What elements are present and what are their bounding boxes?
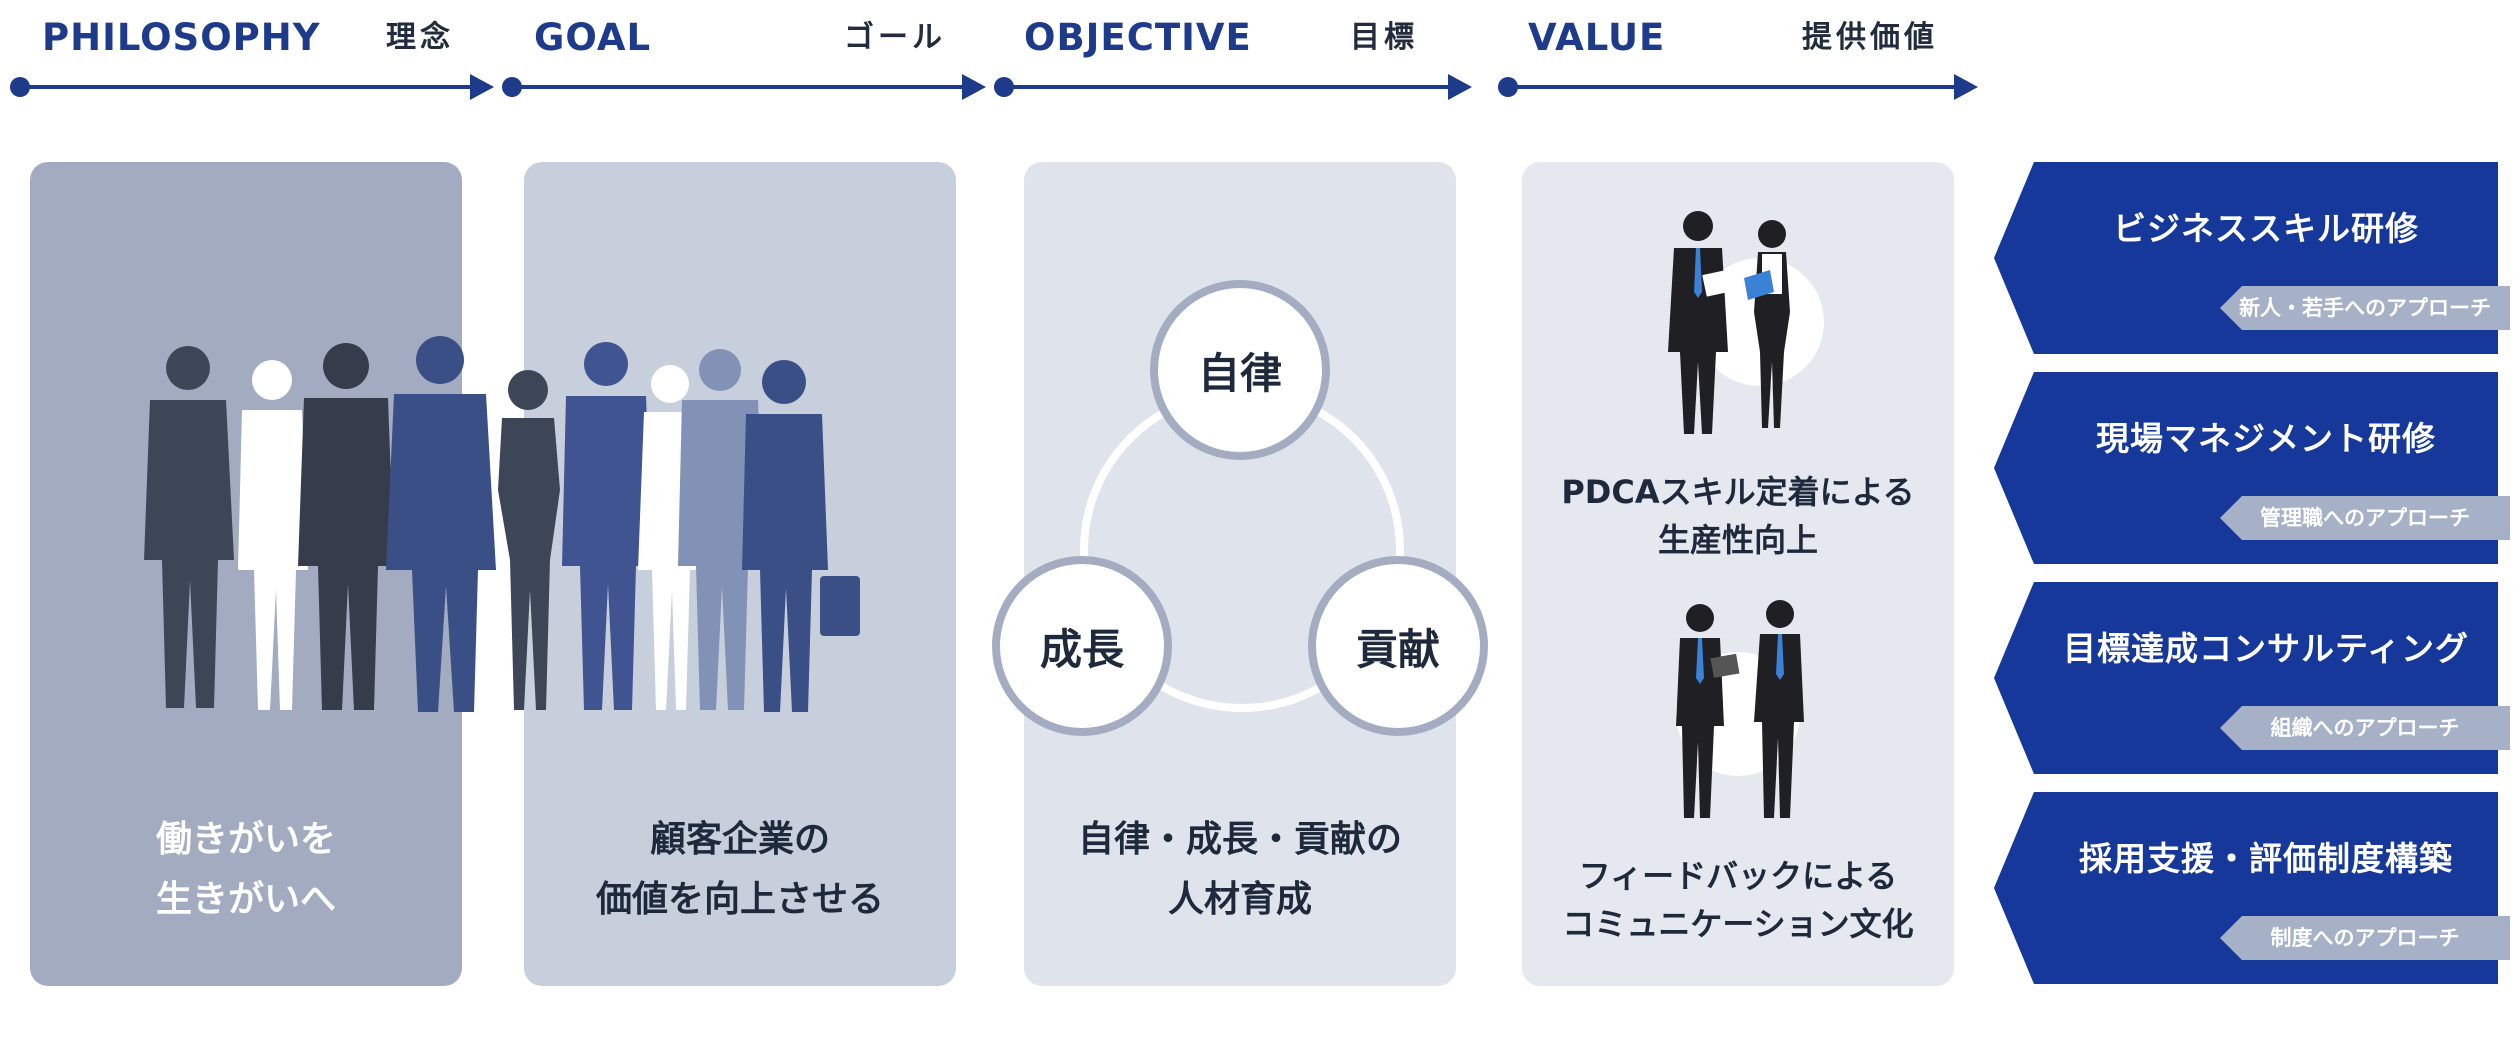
arrow-objective: [994, 74, 1472, 100]
philosophy-line1: 働きがいを: [155, 819, 336, 860]
service-title: 目標達成コンサルティング: [2062, 629, 2470, 668]
panel-value: PDCAスキル定着による 生産性向上 フィードバックによる コミュニケーション文…: [1522, 162, 1954, 986]
arrow-goal: [502, 74, 986, 100]
header-value-en: VALUE: [1528, 16, 1666, 59]
service-management[interactable]: 現場マネジメント研修 管理職へのアプローチ: [1994, 372, 2510, 564]
service-consulting[interactable]: 目標達成コンサルティング 組織へのアプローチ: [1994, 582, 2510, 774]
service-tag: 管理職へのアプローチ: [2220, 496, 2510, 540]
circle-autonomy: 自律: [1150, 280, 1330, 460]
value-item1-line2: 生産性向上: [1657, 521, 1818, 559]
goal-line2: 価値を向上させる: [595, 879, 884, 920]
goal-line1: 顧客企業の: [649, 819, 830, 860]
service-title: 採用支援・評価制度構築: [2079, 839, 2453, 878]
circle-growth: 成長: [992, 556, 1172, 736]
header-goal-en: GOAL: [534, 16, 652, 59]
header-objective-jp: 目標: [1350, 20, 1418, 55]
header-philosophy-jp: 理念: [386, 20, 454, 55]
panel-objective: 自律 成長 貢献 自律・成長・貢献の 人材育成: [992, 162, 1488, 986]
header-value-jp: 提供価値: [1802, 20, 1938, 55]
header-objective-en: OBJECTIVE: [1024, 16, 1252, 59]
service-business-skill[interactable]: ビジネススキル研修 新人・若手へのアプローチ: [1994, 162, 2510, 354]
value-item2-line2: コミュニケーション文化: [1562, 905, 1914, 943]
panel-philosophy: 働きがいを 生きがいへ: [30, 162, 462, 986]
handshake-business-icon: [1676, 600, 1804, 818]
service-tag: 組織へのアプローチ: [2220, 706, 2510, 750]
business-meeting-icon: [1668, 211, 1824, 434]
circle-contribution: 貢献: [1308, 556, 1488, 736]
objective-line1: 自律・成長・貢献の: [1077, 819, 1402, 860]
arrow-value: [1498, 74, 1978, 100]
service-recruitment[interactable]: 採用支援・評価制度構築 制度へのアプローチ: [1994, 792, 2510, 984]
value-item1-line1: PDCAスキル定着による: [1561, 473, 1915, 511]
philosophy-line2: 生きがいへ: [155, 879, 336, 920]
value-item2-line1: フィードバックによる: [1578, 857, 1898, 895]
service-tag: 新人・若手へのアプローチ: [2220, 286, 2510, 330]
objective-line2: 人材育成: [1167, 879, 1312, 920]
service-title: 現場マネジメント研修: [2096, 419, 2436, 458]
arrow-philosophy: [10, 74, 494, 100]
header-philosophy-en: PHILOSOPHY: [42, 16, 321, 59]
people-crowd-icon: [144, 336, 860, 712]
service-tag: 制度へのアプローチ: [2220, 916, 2510, 960]
service-title: ビジネススキル研修: [2113, 209, 2419, 248]
header-goal-jp: ゴール: [844, 20, 946, 55]
